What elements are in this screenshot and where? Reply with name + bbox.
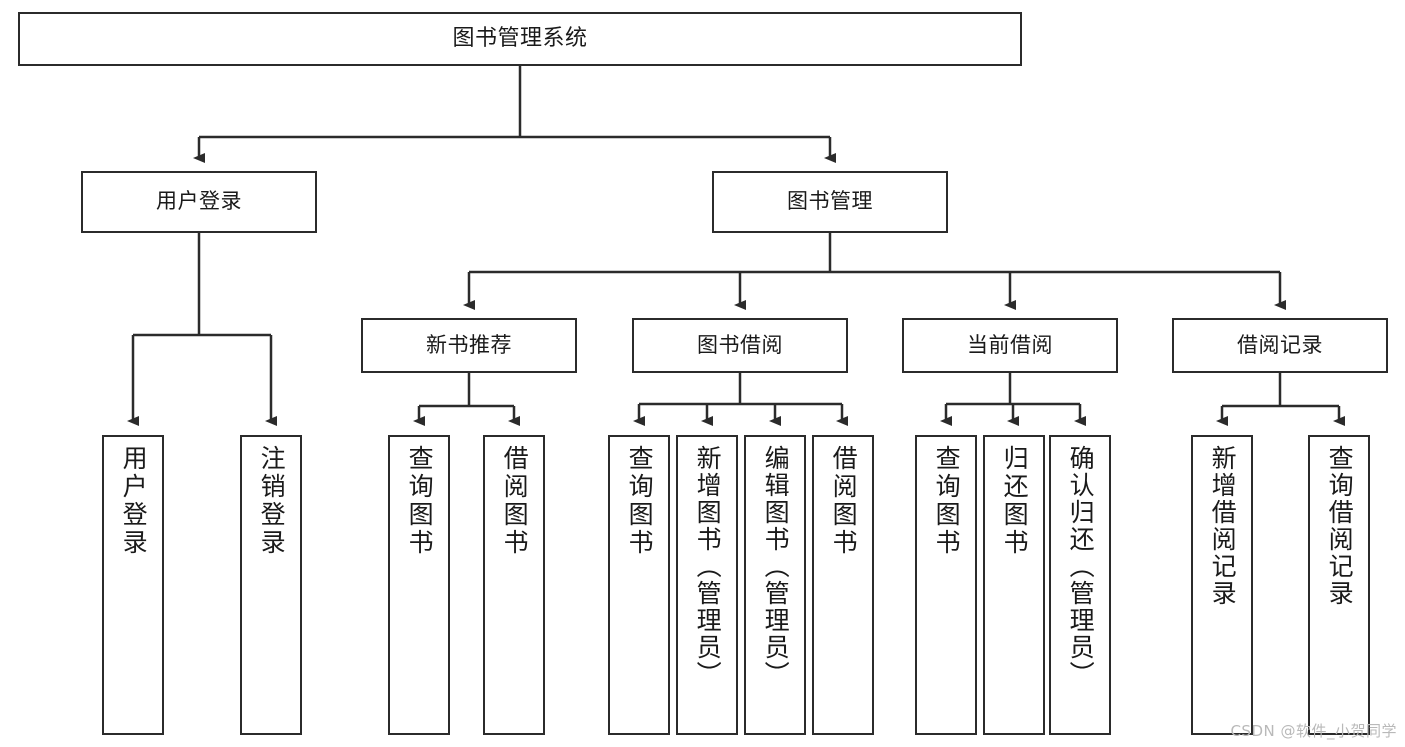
node-label: 注销登录 (257, 445, 287, 557)
node-leaf-query-book-borrow[interactable]: 查询图书 (608, 435, 670, 735)
node-leaf-return-book[interactable]: 归还图书 (983, 435, 1045, 735)
node-label: 用户登录 (156, 189, 242, 214)
node-book-management-group[interactable]: 图书管理 (712, 171, 948, 233)
node-book-borrow[interactable]: 图书借阅 (632, 318, 848, 373)
node-label: 当前借阅 (967, 332, 1053, 357)
node-label: 借阅图书 (500, 445, 530, 557)
node-label: 借阅图书 (829, 445, 859, 557)
node-leaf-borrow-book[interactable]: 借阅图书 (812, 435, 874, 735)
node-label: 确认归还（管理员） (1066, 445, 1096, 688)
node-label: 新增图书（管理员） (693, 445, 723, 688)
node-leaf-query-book-recommend[interactable]: 查询图书 (388, 435, 450, 735)
node-leaf-user-logout[interactable]: 注销登录 (240, 435, 302, 735)
node-leaf-add-borrow-record[interactable]: 新增借阅记录 (1191, 435, 1253, 735)
node-label: 图书管理 (787, 189, 873, 214)
node-label: 归还图书 (1000, 445, 1030, 557)
node-leaf-confirm-return-admin[interactable]: 确认归还（管理员） (1049, 435, 1111, 735)
node-leaf-query-borrow-record[interactable]: 查询借阅记录 (1308, 435, 1370, 735)
node-label: 借阅记录 (1237, 332, 1323, 357)
node-label: 查询图书 (932, 445, 962, 557)
node-label: 图书管理系统 (452, 25, 588, 51)
node-root[interactable]: 图书管理系统 (18, 12, 1022, 66)
node-borrow-record[interactable]: 借阅记录 (1172, 318, 1388, 373)
node-leaf-edit-book-admin[interactable]: 编辑图书（管理员） (744, 435, 806, 735)
node-label: 编辑图书（管理员） (761, 445, 791, 688)
node-leaf-query-book-current[interactable]: 查询图书 (915, 435, 977, 735)
node-label: 查询图书 (405, 445, 435, 557)
node-leaf-add-book-admin[interactable]: 新增图书（管理员） (676, 435, 738, 735)
node-label: 查询图书 (625, 445, 655, 557)
node-label: 新书推荐 (426, 332, 512, 357)
node-leaf-user-login[interactable]: 用户登录 (102, 435, 164, 735)
node-current-borrow[interactable]: 当前借阅 (902, 318, 1118, 373)
node-new-book-recommend[interactable]: 新书推荐 (361, 318, 577, 373)
node-leaf-borrow-book-recommend[interactable]: 借阅图书 (483, 435, 545, 735)
node-label: 图书借阅 (697, 332, 783, 357)
node-user-login-group[interactable]: 用户登录 (81, 171, 317, 233)
node-label: 用户登录 (119, 445, 149, 557)
node-label: 查询借阅记录 (1325, 445, 1355, 607)
node-label: 新增借阅记录 (1208, 445, 1238, 607)
